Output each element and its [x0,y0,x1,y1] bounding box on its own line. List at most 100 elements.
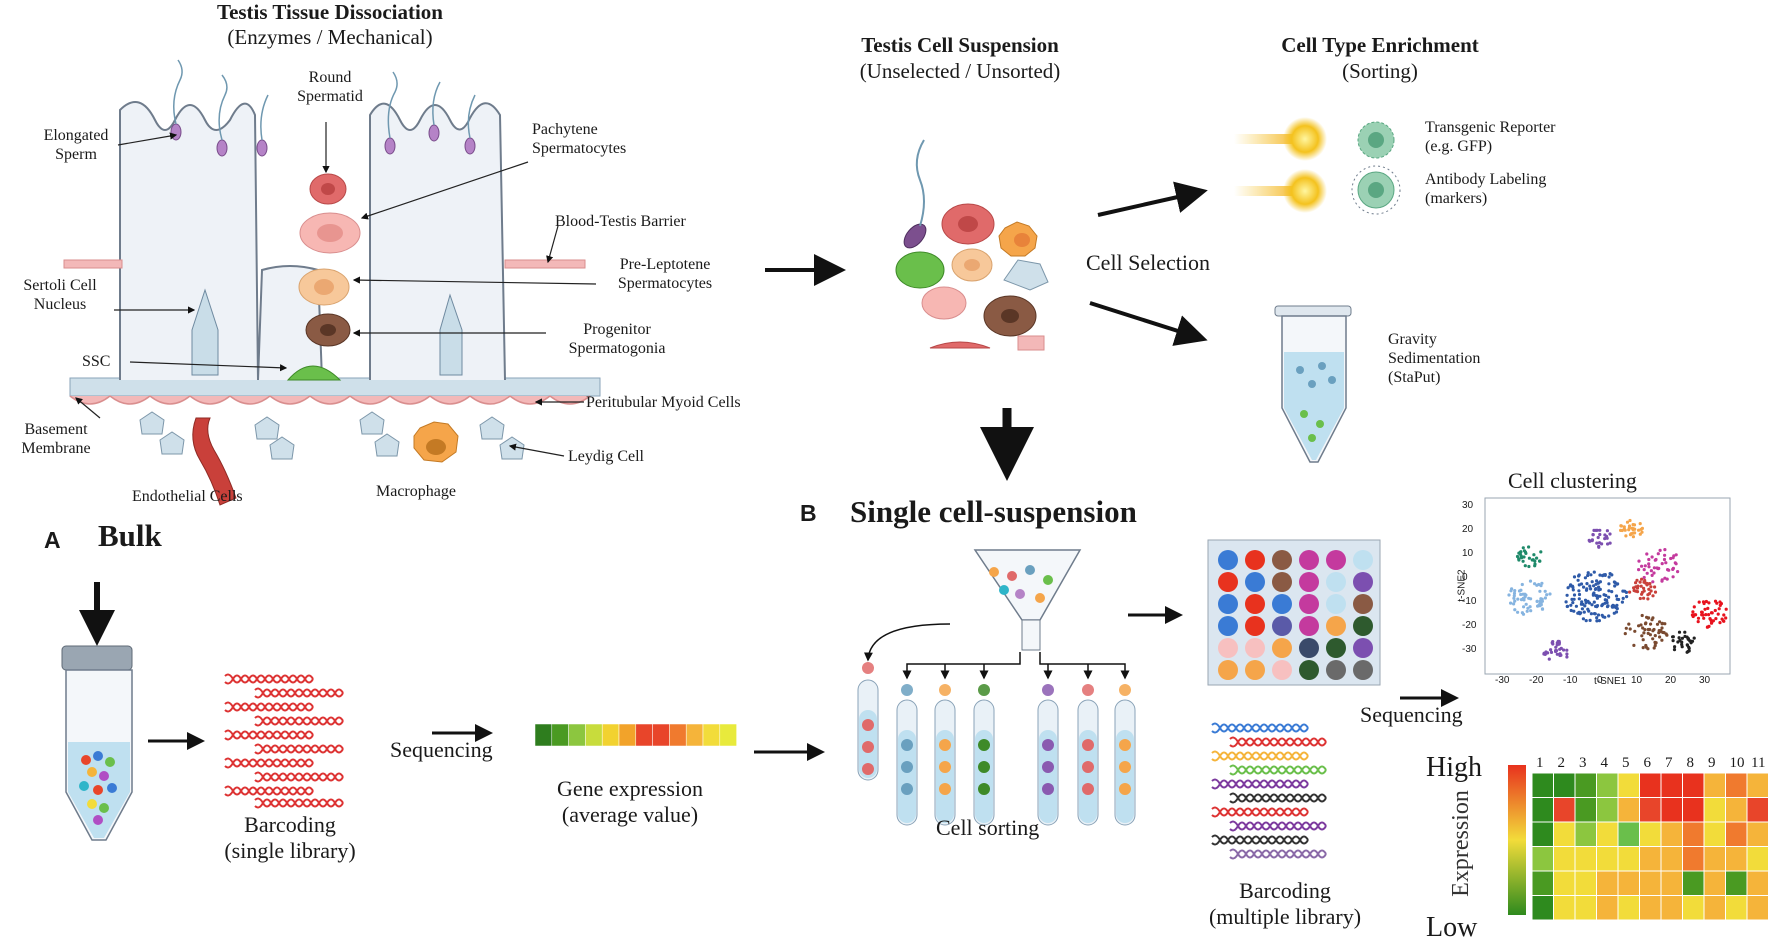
tsne-point [1650,555,1654,559]
heatmap-col-label: 2 [1557,755,1566,771]
tsne-point [1630,526,1634,530]
tsne-point [1547,657,1551,661]
tsne-point [1676,570,1680,574]
well-plate [1207,539,1381,686]
dna-strand [254,774,344,783]
heatmap-cell [1639,846,1662,872]
tsne-point [1669,556,1673,561]
tsne-point [1645,571,1649,575]
tsne-point [1713,599,1718,603]
tsne-point [1647,592,1652,596]
tsne-point [1589,573,1593,577]
tsne-point [1554,649,1558,653]
tsne-point [1613,584,1617,588]
tsne-point [1574,604,1578,608]
heatmap-cell [1746,797,1769,823]
tsne-clusters [1507,518,1728,661]
tsne-point [1572,609,1576,613]
tsne-point [1569,608,1573,613]
tsne-point [1624,534,1628,538]
plate-well [1326,594,1346,614]
heatmap-col-label: 9 [1708,755,1716,771]
tsne-point [1512,594,1516,598]
heatmap-cell [1660,772,1683,798]
dna-strand [1229,795,1327,804]
tsne-point [1603,615,1607,619]
tsne-point [1638,596,1642,601]
tsne-point [1602,593,1606,597]
plate-well [1245,660,1265,680]
tsne-point [1594,587,1598,591]
tsne-point [1692,636,1696,640]
plate-well [1299,638,1319,658]
tsne-point [1651,637,1655,641]
tsne-point [1513,589,1517,593]
dna-strand [224,704,314,713]
heatmap-cell [1746,895,1769,921]
dna-strand [1211,753,1309,762]
tsne-point [1672,648,1677,652]
tsne-point [1517,558,1521,562]
tsne-point [1651,580,1655,584]
dna-strand [224,729,314,738]
tsne-point [1516,610,1520,614]
dna-strand [254,797,344,806]
tsne-point [1524,602,1528,606]
dna-strand [1229,767,1327,776]
plate-well [1353,616,1373,636]
tsne-point [1632,643,1636,648]
plate-well [1218,638,1238,658]
heatmap-cell [1725,821,1748,847]
suspension-subtitle: (Unselected / Unsorted) [859,59,1061,83]
tsne-x-tick: -20 [1529,675,1544,686]
panel-b-letter: B [800,500,817,526]
tsne-point [1625,520,1630,524]
tsne-point [1660,622,1664,626]
tsne-point [1614,594,1619,598]
tsne-point [1528,605,1532,609]
dna-strand [224,676,314,685]
barcoding-multiple-label: Barcoding(multiple library) [1208,878,1362,929]
tsne-point [1673,561,1677,565]
tsne-point [1527,564,1531,569]
heatmap-cell [1660,870,1683,896]
heatmap-cell [1596,846,1619,872]
tsne-point [1543,652,1547,657]
enrichment-title: Cell Type Enrichment [1281,33,1479,57]
panel-a-letter: A [44,527,61,553]
dna-strand [224,757,314,766]
tsne-point [1594,582,1598,586]
tsne-point [1592,584,1596,588]
tsne-point [1647,587,1651,591]
tsne-point [1724,616,1728,620]
tsne-point [1524,593,1528,597]
tsne-point [1543,596,1547,600]
heatmap-cell [1746,821,1769,847]
tsne-point [1586,571,1590,575]
tsne-point [1633,527,1637,531]
plate-well [1299,572,1319,592]
tsne-point [1644,645,1648,649]
flow-arrows [79,181,1459,761]
expression-bar-segment [534,723,553,747]
tsne-point [1627,622,1631,626]
heatmap-col-label: 5 [1622,755,1630,771]
tsne-point [1662,557,1667,562]
tsne-point [1519,592,1523,597]
tsne-point [1653,590,1658,594]
heatmap-cell [1574,821,1597,847]
plate-well [1272,572,1292,592]
expression-bar-segment [568,723,586,747]
heatmap-cell [1574,797,1597,823]
tsne-point [1603,598,1607,602]
tsne-point [1586,573,1590,578]
tsne-point [1543,589,1547,593]
tsne-point [1576,578,1580,582]
tsne-point [1600,613,1604,617]
sequencing-b-label: Sequencing [1360,702,1463,727]
dna-strand [1229,739,1327,748]
tsne-point [1596,535,1600,540]
tsne-y-tick: -30 [1462,644,1477,655]
